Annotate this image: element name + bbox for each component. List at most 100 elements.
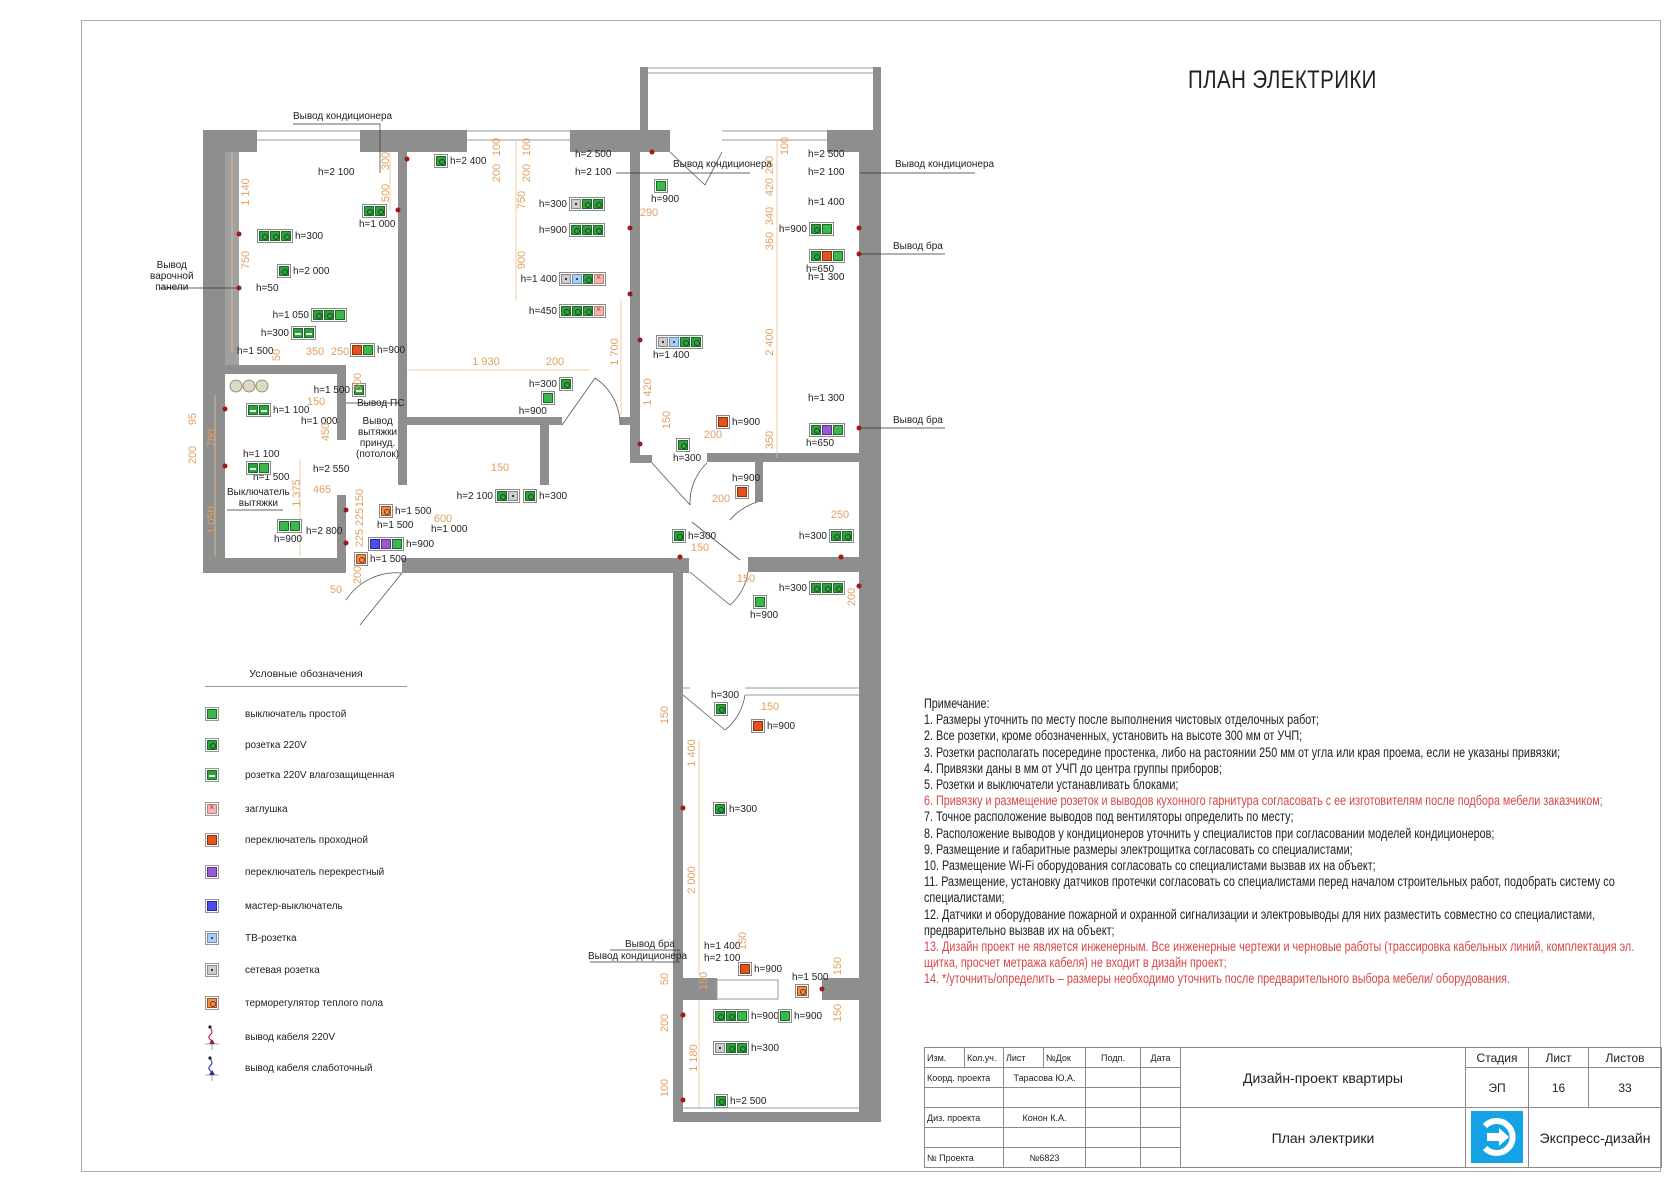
legend-title: Условные обозначения <box>205 668 407 687</box>
device-group[interactable]: h=1 500 <box>354 552 406 566</box>
device-group[interactable]: h=300 <box>529 377 573 391</box>
dimension-label: 50 <box>329 584 343 596</box>
device-group[interactable]: h=300 <box>799 529 854 543</box>
dimension-label: 100 <box>491 137 503 157</box>
dimension-label: 1 050 <box>206 506 218 534</box>
socket-icon <box>715 804 725 814</box>
device-group[interactable]: h=2 500 <box>714 1094 766 1108</box>
switch-icon <box>822 224 832 234</box>
device-group[interactable]: h=300 <box>779 581 845 595</box>
device-group[interactable]: h=900 <box>350 343 405 357</box>
socket-icon <box>561 379 571 389</box>
device-group[interactable]: h=300 <box>523 489 567 503</box>
device-group[interactable]: h=900 <box>713 1009 779 1023</box>
socket-icon <box>715 1011 725 1021</box>
device-group[interactable]: h=1 500 <box>379 504 431 518</box>
socket-icon <box>207 740 217 750</box>
dimension-label: 100 <box>521 137 533 157</box>
device-group[interactable]: h=300 <box>673 438 701 464</box>
device-height-label: h=1 500 <box>370 554 407 565</box>
dimension-label: 150 <box>832 956 844 976</box>
device-height-label: h=1 400 <box>653 350 690 361</box>
master-switch-icon <box>207 901 217 911</box>
device-group[interactable]: h=1 500 <box>314 383 366 397</box>
legend-item: выключатель простой <box>205 707 346 721</box>
door-swings <box>229 151 758 731</box>
device-group[interactable]: h=1 100 <box>243 449 279 475</box>
device-group[interactable]: h=300 <box>672 529 716 543</box>
device-group[interactable]: h=300 <box>539 197 605 211</box>
device-group[interactable]: h=1 400 <box>653 335 703 361</box>
socket-icon <box>436 156 446 166</box>
dimension-label: 200 <box>545 356 565 368</box>
legend-item: розетка 220V <box>205 738 307 752</box>
device-height-label: h=900 <box>751 1011 780 1022</box>
legend-symbol <box>205 963 219 977</box>
legend-item: терморегулятор теплого пола <box>205 996 383 1010</box>
floor-thermostat-icon <box>381 506 391 516</box>
dimension-label: 150 <box>354 488 366 508</box>
device-group[interactable]: h=2 000 <box>277 264 329 278</box>
device-group[interactable]: h=900 <box>716 415 760 429</box>
device-group[interactable]: h=900 <box>519 391 555 417</box>
dimension-label: 600 <box>433 513 453 525</box>
walls <box>203 67 881 1122</box>
legend-label: терморегулятор теплого пола <box>245 997 384 1009</box>
device-height-label: h=1 100 <box>243 449 280 460</box>
device-group[interactable]: h=900 <box>368 537 434 551</box>
device-group[interactable]: h=900 <box>651 179 679 205</box>
device-group[interactable]: h=900 <box>738 962 782 976</box>
legend-symbol <box>205 865 219 879</box>
sheets-label: Листов <box>1588 1047 1662 1068</box>
device-group[interactable]: h=1 400 <box>521 272 606 286</box>
device-group[interactable]: h=1 050 <box>273 308 347 322</box>
plan-annotation: Вывод варочной панели <box>150 260 194 293</box>
device-height-label: h=300 <box>751 1043 780 1054</box>
dimension-label: 750 <box>516 190 528 210</box>
blank-plug-icon <box>594 272 604 284</box>
plan-annotation: h=2 100 <box>808 167 845 178</box>
waterproof-socket-icon <box>259 405 269 415</box>
legend-symbol <box>205 738 219 752</box>
device-group[interactable]: h=1 500 <box>792 972 828 998</box>
device-group[interactable]: h=900 <box>751 719 795 733</box>
device-group[interactable]: h=1 100 <box>246 403 309 417</box>
device-group[interactable]: h=1 000 <box>359 204 395 230</box>
device-group[interactable]: h=650 <box>806 423 845 449</box>
device-height-label: h=900 <box>651 194 680 205</box>
device-group[interactable]: h=650 <box>806 249 845 275</box>
company-name: Экспресс-дизайн <box>1528 1107 1662 1168</box>
legend-label: заглушка <box>245 803 288 815</box>
plan-annotation: Вывод кондиционера <box>588 951 688 962</box>
project-title: Дизайн-проект квартиры <box>1180 1047 1466 1108</box>
device-height-label: h=900 <box>518 406 547 417</box>
dimension-label: 2 400 <box>764 328 776 356</box>
device-group[interactable]: h=300 <box>711 690 739 716</box>
socket-icon <box>259 231 269 241</box>
sheet-name: План электрики <box>1180 1107 1466 1168</box>
dimension-label: 200 <box>352 565 364 585</box>
socket-icon <box>674 531 684 541</box>
plan-annotation: h=2 550 <box>313 464 350 475</box>
legend-item: мастер-выключатель <box>205 899 343 913</box>
device-group[interactable]: h=2 100 <box>457 489 520 503</box>
device-group[interactable]: h=450 <box>529 304 606 318</box>
device-group[interactable]: h=300 <box>257 229 323 243</box>
device-group[interactable]: h=300 <box>713 1041 779 1055</box>
dimension-label: 290 <box>639 207 659 219</box>
device-height-label: h=300 <box>711 690 740 701</box>
legend-label: вывод кабеля слаботочный <box>245 1062 373 1074</box>
device-group[interactable]: h=900 <box>778 1009 822 1023</box>
device-group[interactable]: h=900 <box>750 595 778 621</box>
device-group[interactable]: h=300 <box>261 326 316 340</box>
device-group[interactable]: h=900 <box>732 473 760 499</box>
device-group[interactable]: h=900 <box>539 223 605 237</box>
device-group[interactable]: h=900 <box>779 222 834 236</box>
device-group[interactable]: h=2 400 <box>434 154 486 168</box>
socket-icon <box>497 491 507 501</box>
dimension-label: 1 700 <box>609 338 621 366</box>
socket-icon <box>842 531 852 541</box>
floor-thermostat-icon <box>207 998 217 1008</box>
device-group[interactable]: h=300 <box>713 802 757 816</box>
device-group[interactable]: h=900 <box>274 519 302 545</box>
